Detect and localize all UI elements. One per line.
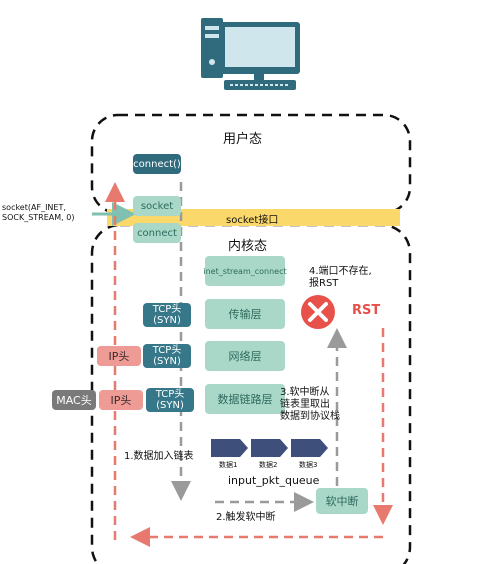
step2-label: 2.触发软中断 <box>216 512 276 523</box>
inet-stream-connect-box: inet_stream_connect <box>203 256 287 286</box>
ip-header-2: IP头 <box>99 390 143 410</box>
transport-layer-box: 传输层 <box>205 299 285 329</box>
queue-item-2 <box>251 439 288 457</box>
user-space-region <box>90 113 412 215</box>
tcp-header-1: TCP头 (SYN) <box>143 303 191 327</box>
softirq-box: 软中断 <box>316 488 368 514</box>
queue-items <box>211 439 328 457</box>
user-space-title: 用户态 <box>223 132 263 147</box>
queue-item-label-1: 数据1 <box>219 461 238 469</box>
tcp-header-2: TCP头 (SYN) <box>143 344 191 368</box>
socket-box: socket <box>133 196 181 216</box>
rst-label: RST <box>352 303 381 318</box>
queue-item-3 <box>291 439 328 457</box>
step4-label: 4.端口不存在, 报RST <box>309 266 372 289</box>
ip-header-1: IP头 <box>97 346 141 366</box>
tcp-header-3: TCP头 (SYN) <box>146 388 194 412</box>
queue-item-label-3: 数据3 <box>299 461 318 469</box>
queue-item-label-2: 数据2 <box>259 461 278 469</box>
connect-call-box: connect() <box>133 154 181 174</box>
computer-icon <box>201 18 300 90</box>
step3-label: 3.软中断从 链表里取出 数据到协议栈 <box>280 387 340 422</box>
connect-box: connect <box>133 223 181 243</box>
step1-label: 1.数据加入链表 <box>124 451 194 462</box>
error-x-icon <box>301 295 335 329</box>
socket-interface-label: socket接口 <box>226 215 279 226</box>
kernel-space-title: 内核态 <box>228 239 268 254</box>
queue-item-1 <box>211 439 248 457</box>
socket-call-text: socket(AF_INET, SOCK_STREAM, 0) <box>2 203 75 222</box>
queue-name: input_pkt_queue <box>228 474 320 487</box>
network-layer-box: 网络层 <box>205 341 285 371</box>
mac-header: MAC头 <box>52 390 96 410</box>
link-layer-box: 数据链路层 <box>205 384 285 414</box>
